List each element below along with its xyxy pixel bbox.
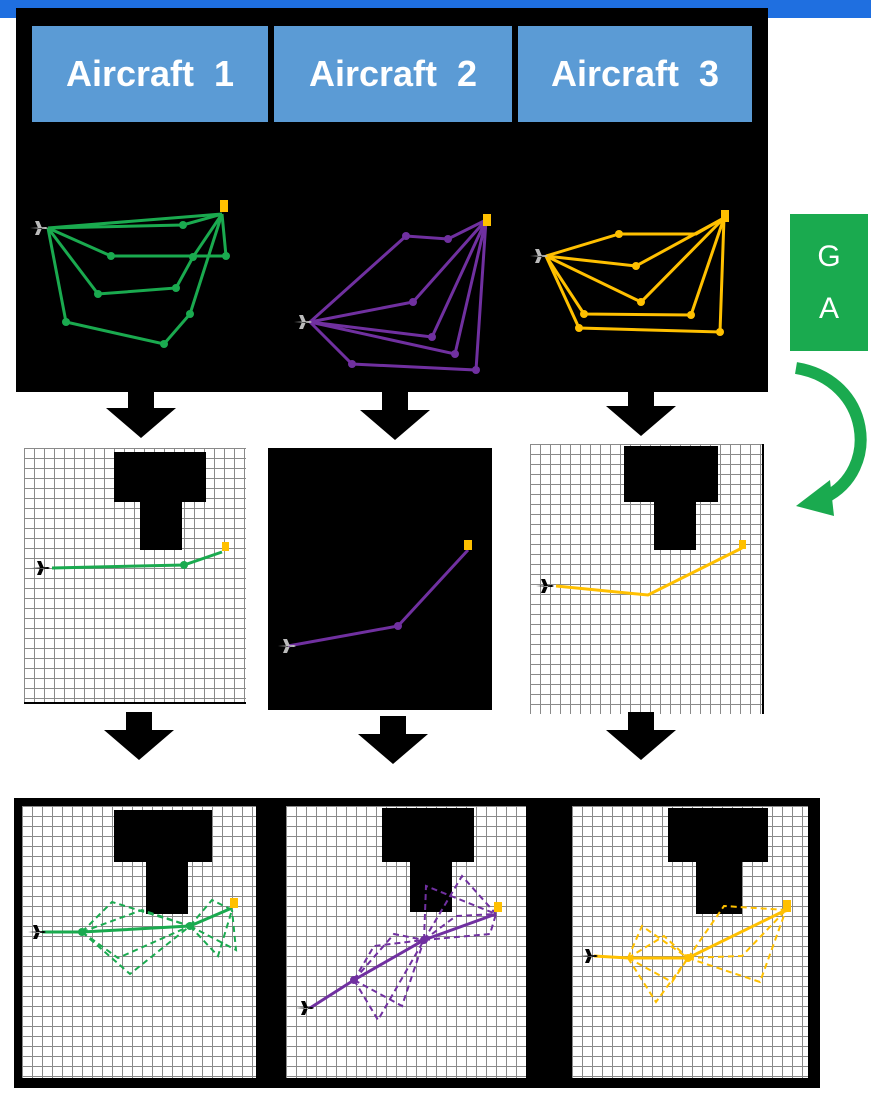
- candidate-paths-aircraft-1: [18, 122, 262, 374]
- down-arrow-icon: [606, 712, 676, 760]
- aircraft-icon: [296, 1001, 314, 1015]
- goal-marker-icon: [721, 210, 729, 222]
- down-arrow-icon: [606, 388, 676, 436]
- goal-marker-icon: [220, 200, 228, 212]
- aircraft-icon: [32, 561, 50, 575]
- header-aircraft-1: Aircraft 1: [32, 26, 268, 122]
- goal-marker-icon: [483, 214, 491, 226]
- goal-marker-icon: [222, 542, 229, 551]
- refined-paths-aircraft-3: [580, 808, 791, 1004]
- selected-path-aircraft-2: [268, 448, 492, 710]
- header-aircraft-3: Aircraft 3: [518, 26, 752, 122]
- down-arrow-icon: [106, 390, 176, 438]
- down-arrow-icon: [104, 712, 174, 760]
- obstacle: [624, 446, 718, 550]
- obstacle: [382, 808, 474, 912]
- candidate-paths-aircraft-2: [270, 122, 516, 376]
- ga-box: G A: [790, 214, 868, 351]
- aircraft-icon: [580, 949, 598, 963]
- ga-label-line2: A: [818, 291, 839, 325]
- aircraft-icon: [530, 249, 548, 263]
- goal-marker-icon: [783, 900, 791, 912]
- ga-label-line1: G: [817, 239, 841, 273]
- curved-arrow-icon: [794, 362, 867, 516]
- refined-paths-aircraft-1: [28, 810, 238, 976]
- goal-marker-icon: [230, 898, 238, 908]
- obstacle: [668, 808, 768, 914]
- obstacle: [114, 810, 212, 914]
- goal-marker-icon: [464, 540, 472, 550]
- selected-path-grid-aircraft-3: [530, 444, 764, 714]
- candidate-paths-aircraft-3: [524, 122, 750, 376]
- aircraft-icon: [294, 315, 312, 329]
- obstacle: [114, 452, 206, 550]
- aircraft-icon: [30, 221, 48, 235]
- selected-path-aircraft-3: [536, 444, 764, 714]
- aircraft-icon: [278, 639, 296, 653]
- refined-paths-aircraft-2: [296, 808, 502, 1022]
- aircraft-icon: [536, 579, 554, 593]
- header-aircraft-2: Aircraft 2: [274, 26, 512, 122]
- goal-marker-icon: [739, 540, 746, 549]
- down-arrow-icon: [360, 392, 430, 440]
- goal-marker-icon: [494, 902, 502, 912]
- selected-path-aircraft-1: [24, 452, 246, 704]
- aircraft-icon: [28, 925, 46, 939]
- down-arrow-icon: [358, 716, 428, 764]
